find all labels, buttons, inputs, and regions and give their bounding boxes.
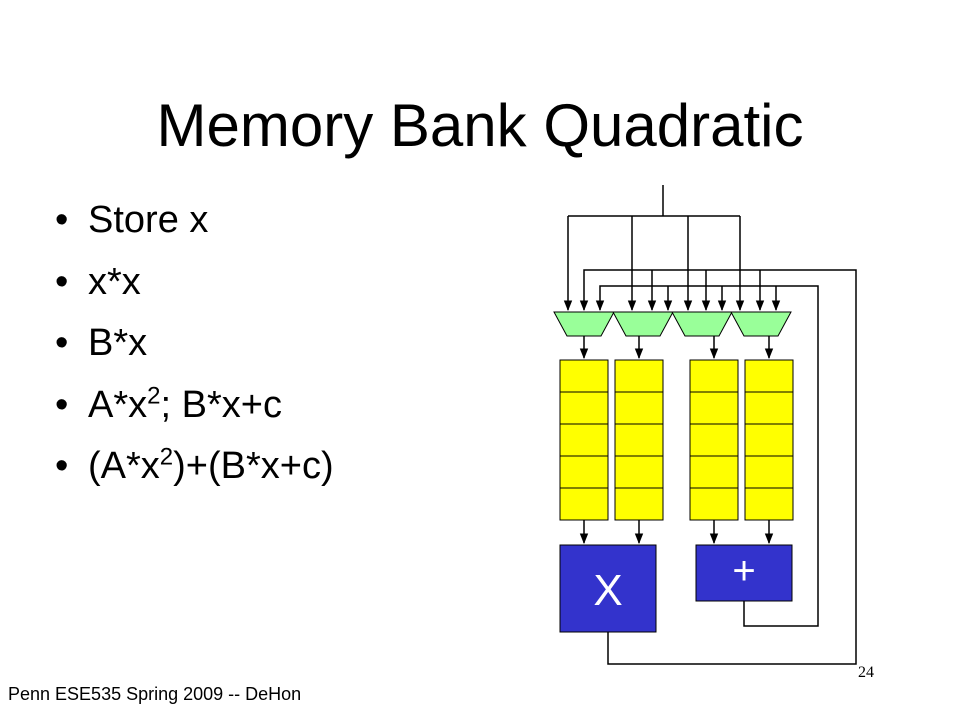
memory-word — [744, 423, 794, 457]
bullet-text: (A*x — [88, 445, 160, 487]
memory-word — [559, 359, 609, 393]
bullet-superscript: 2 — [159, 443, 174, 471]
bullet-text: B*x — [88, 322, 148, 364]
bullet-text-suffix: ; B*x+c — [160, 383, 282, 426]
memory-word — [744, 359, 794, 393]
bullet-marker: • — [55, 260, 69, 303]
memory-word — [689, 455, 739, 489]
bullet-item: • (A*x2)+(B*x+c) — [55, 436, 334, 498]
memory-word — [689, 423, 739, 457]
mux — [553, 311, 615, 337]
bullet-marker: • — [55, 445, 69, 487]
memory-word — [744, 391, 794, 425]
interconnect-wires — [563, 185, 857, 665]
memory-word — [559, 455, 609, 489]
bullet-text-suffix: )+(B*x+c) — [173, 445, 334, 487]
adder-feedback — [595, 285, 819, 627]
memory-word — [689, 391, 739, 425]
bullet-marker: • — [55, 199, 69, 241]
bullet-marker: • — [55, 322, 69, 364]
multiplier-feedback — [579, 269, 857, 665]
footer-text: Penn ESE535 Spring 2009 -- DeHon — [8, 684, 302, 704]
memory-word — [614, 423, 664, 457]
bullet-superscript: 2 — [147, 381, 161, 409]
memory-word — [689, 487, 739, 521]
multiplier-block — [559, 544, 657, 633]
bullet-marker: • — [55, 383, 69, 426]
bullet-item: • B*x — [55, 313, 334, 375]
memory-word — [614, 487, 664, 521]
bullet-text: A*x — [88, 383, 148, 426]
bullet-item: • Store x — [55, 190, 334, 252]
memory-word — [614, 455, 664, 489]
memory-word — [689, 359, 739, 393]
adder-label: + — [732, 549, 755, 593]
mux — [612, 311, 674, 337]
memory-word — [744, 455, 794, 489]
memory-word — [614, 359, 664, 393]
memory-word — [614, 391, 664, 425]
bullet-list: •Store x •x*x •B*x •A*x2; B*x+c •(A*x2)+… — [55, 190, 334, 498]
page-number: 24 — [858, 664, 874, 681]
adder-block — [695, 544, 793, 602]
memory-word — [744, 487, 794, 521]
slide-title: Memory Bank Quadratic — [156, 92, 804, 159]
mux — [730, 311, 792, 337]
mux-row — [553, 311, 792, 337]
memory-word — [559, 423, 609, 457]
multiplier-label: X — [593, 566, 622, 615]
memory-word — [559, 487, 609, 521]
memory-word — [559, 391, 609, 425]
bullet-text: x*x — [88, 260, 141, 303]
bullet-text: Store x — [88, 199, 209, 241]
bullet-item: • x*x — [55, 252, 334, 314]
arithmetic-units: X+ — [559, 544, 793, 633]
bullet-item: • A*x2; B*x+c — [55, 375, 334, 437]
memory-banks — [559, 359, 794, 521]
mux — [671, 311, 733, 337]
